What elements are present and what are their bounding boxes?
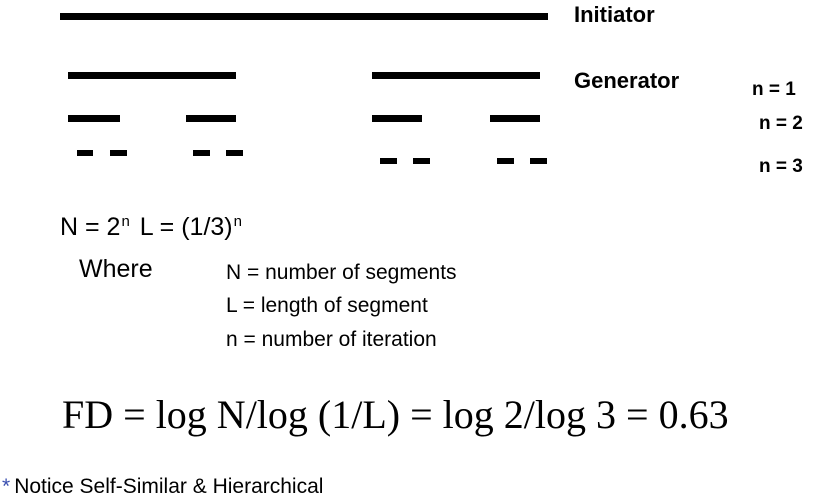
fractal-dimension-equation: FD = log N/log (1/L) = log 2/log 3 = 0.6… <box>62 392 729 437</box>
self-similar-note: *Notice Self-Similar & Hierarchical <box>2 476 323 497</box>
level2-segment <box>68 115 120 122</box>
segment-count-exponent: n <box>121 213 130 230</box>
definition-length: L = length of segment <box>226 294 428 317</box>
definition-iteration: n = number of iteration <box>226 328 437 351</box>
definition-segments: N = number of segments <box>226 261 457 284</box>
initiator-segment <box>60 13 548 20</box>
generator-segment-left <box>68 72 236 79</box>
generator-segment-right <box>372 72 540 79</box>
level3-segment <box>380 158 397 164</box>
iteration-label-n1: n = 1 <box>752 79 796 100</box>
segment-length-exponent: n <box>233 213 242 230</box>
iteration-label-n2: n = 2 <box>759 113 803 134</box>
level2-segment <box>490 115 540 122</box>
level2-segment <box>372 115 422 122</box>
level3-segment <box>110 150 127 156</box>
where-label: Where <box>79 255 153 283</box>
generator-label: Generator <box>574 68 680 93</box>
segment-count-formula: N = 2 <box>60 213 121 241</box>
level3-segment <box>497 158 514 164</box>
segment-formula: N = 2n L = (1/3)n <box>60 213 245 242</box>
note-text: Notice Self-Similar & Hierarchical <box>14 475 324 498</box>
initiator-label: Initiator <box>574 2 655 27</box>
iteration-label-n3: n = 3 <box>759 156 803 177</box>
level2-segment <box>186 115 236 122</box>
level3-segment <box>77 150 93 156</box>
level3-segment <box>413 158 430 164</box>
segment-length-formula: L = (1/3) <box>139 213 233 241</box>
level3-segment <box>226 150 243 156</box>
level3-segment <box>530 158 547 164</box>
level3-segment <box>193 150 210 156</box>
bullet-star: * <box>2 475 11 498</box>
